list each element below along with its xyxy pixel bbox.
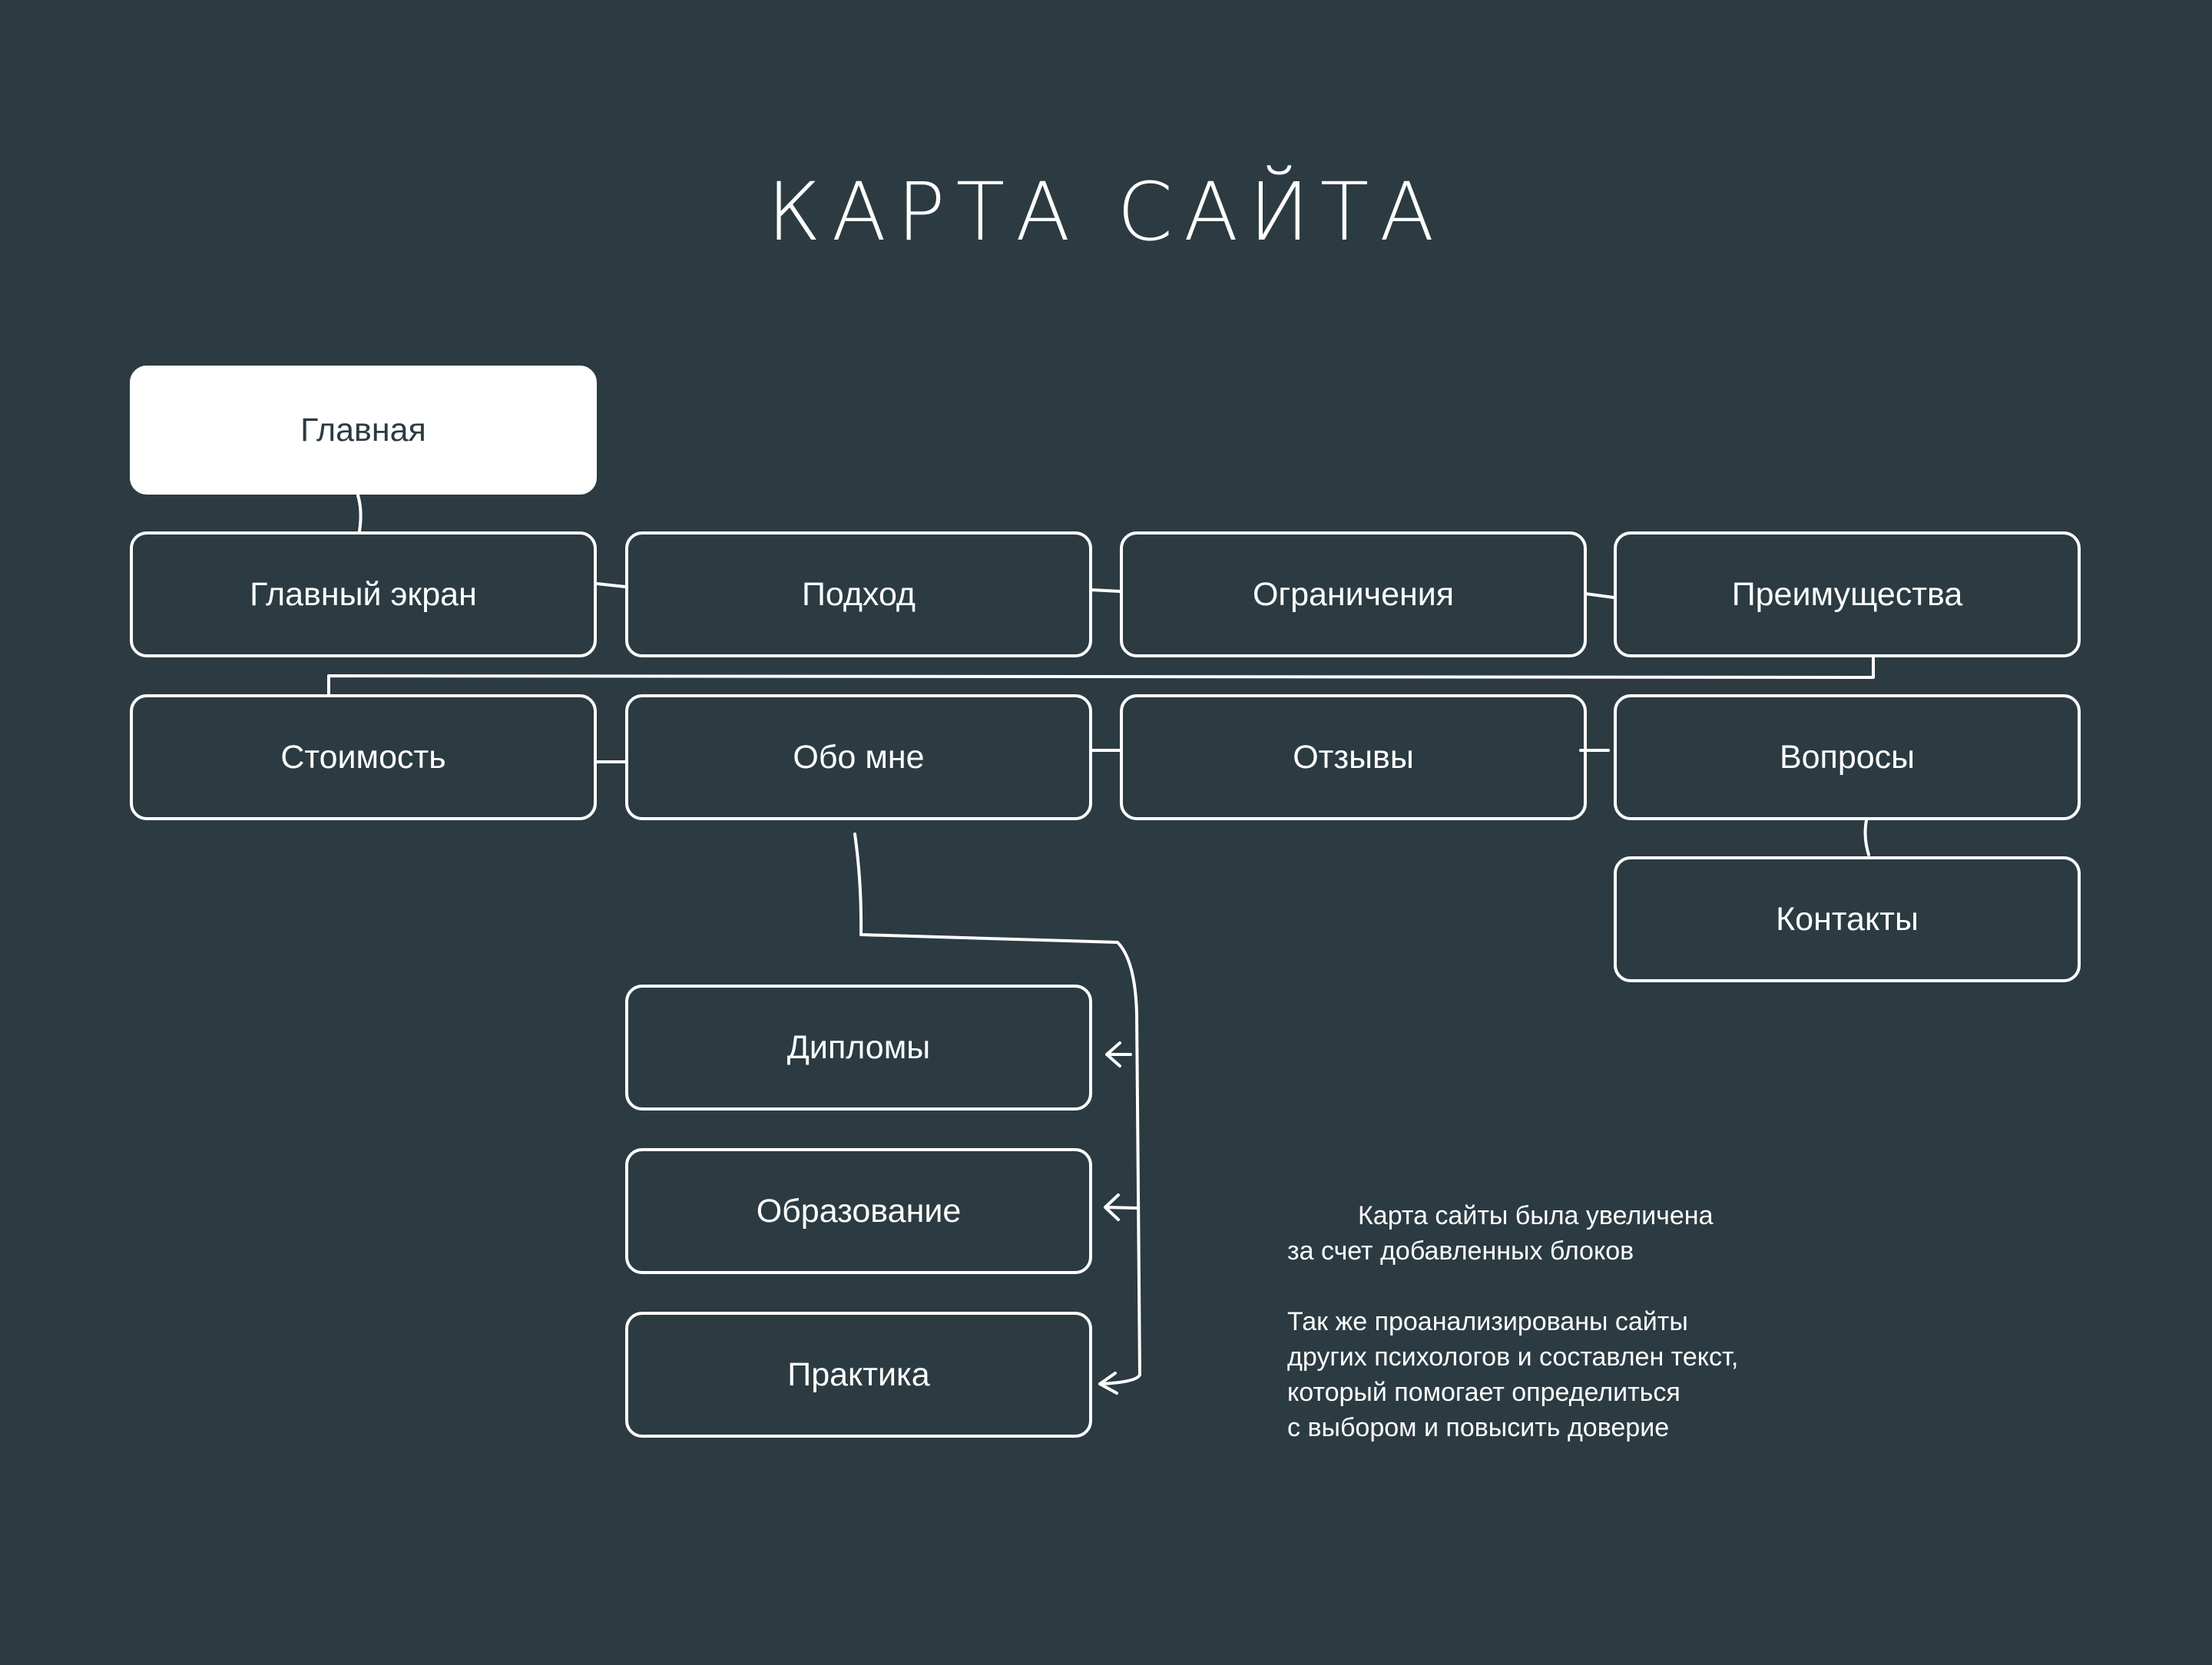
connector-row-wrap bbox=[327, 656, 1875, 696]
page-title: КАРТА САЙТА bbox=[767, 165, 1445, 259]
node-advantages: Преимущества bbox=[1614, 531, 2081, 657]
node-label: Отзывы bbox=[1293, 738, 1414, 776]
connector-home-main bbox=[356, 494, 363, 533]
node-label: Вопросы bbox=[1779, 738, 1916, 776]
node-main-screen: Главный экран bbox=[130, 531, 597, 657]
node-label: Дипломы bbox=[786, 1028, 931, 1066]
node-education: Образование bbox=[625, 1148, 1092, 1274]
node-label: Образование bbox=[756, 1192, 962, 1230]
node-label: Стоимость bbox=[280, 738, 446, 776]
note-line: который помогает определиться bbox=[1287, 1378, 1681, 1407]
node-price: Стоимость bbox=[130, 694, 597, 820]
node-label: Преимущества bbox=[1731, 575, 1963, 613]
node-diplomas: Дипломы bbox=[625, 985, 1092, 1111]
connector-questions-contacts bbox=[1863, 819, 1870, 856]
node-questions: Вопросы bbox=[1614, 694, 2081, 820]
node-reviews: Отзывы bbox=[1120, 694, 1587, 820]
arrow-icon-practice bbox=[1098, 1372, 1118, 1395]
node-contacts: Контакты bbox=[1614, 856, 2081, 982]
note-line: Карта сайты была увеличена bbox=[1358, 1201, 1714, 1230]
node-home: Главная bbox=[130, 366, 597, 495]
node-label: Контакты bbox=[1776, 900, 1919, 938]
node-label: Практика bbox=[787, 1356, 930, 1393]
connector-row1-2 bbox=[1089, 588, 1121, 593]
connector-row1-1 bbox=[595, 582, 627, 588]
node-label: Подход bbox=[801, 575, 916, 613]
node-label: Ограничения bbox=[1252, 575, 1455, 613]
note-line: за счет добавленных блоков bbox=[1287, 1236, 1634, 1266]
connector-about-branch bbox=[853, 832, 1141, 1385]
arrow-icon-education bbox=[1104, 1193, 1138, 1221]
arrow-icon-diplomas bbox=[1105, 1041, 1132, 1068]
node-practice: Практика bbox=[625, 1312, 1092, 1438]
note-text: Карта сайты была увеличена за счет добав… bbox=[1287, 1198, 1738, 1445]
node-label: Главная bbox=[300, 411, 426, 449]
note-line: с выбором и повысить доверие bbox=[1287, 1413, 1670, 1442]
node-about: Обо мне bbox=[625, 694, 1092, 820]
node-label: Главный экран bbox=[250, 575, 477, 613]
connector-row1-3 bbox=[1584, 592, 1615, 599]
note-line: Так же проанализированы сайты bbox=[1287, 1307, 1688, 1336]
node-approach: Подход bbox=[625, 531, 1092, 657]
node-label: Обо мне bbox=[793, 738, 925, 776]
note-line: других психологов и составлен текст, bbox=[1287, 1342, 1739, 1372]
node-limitations: Ограничения bbox=[1120, 531, 1587, 657]
